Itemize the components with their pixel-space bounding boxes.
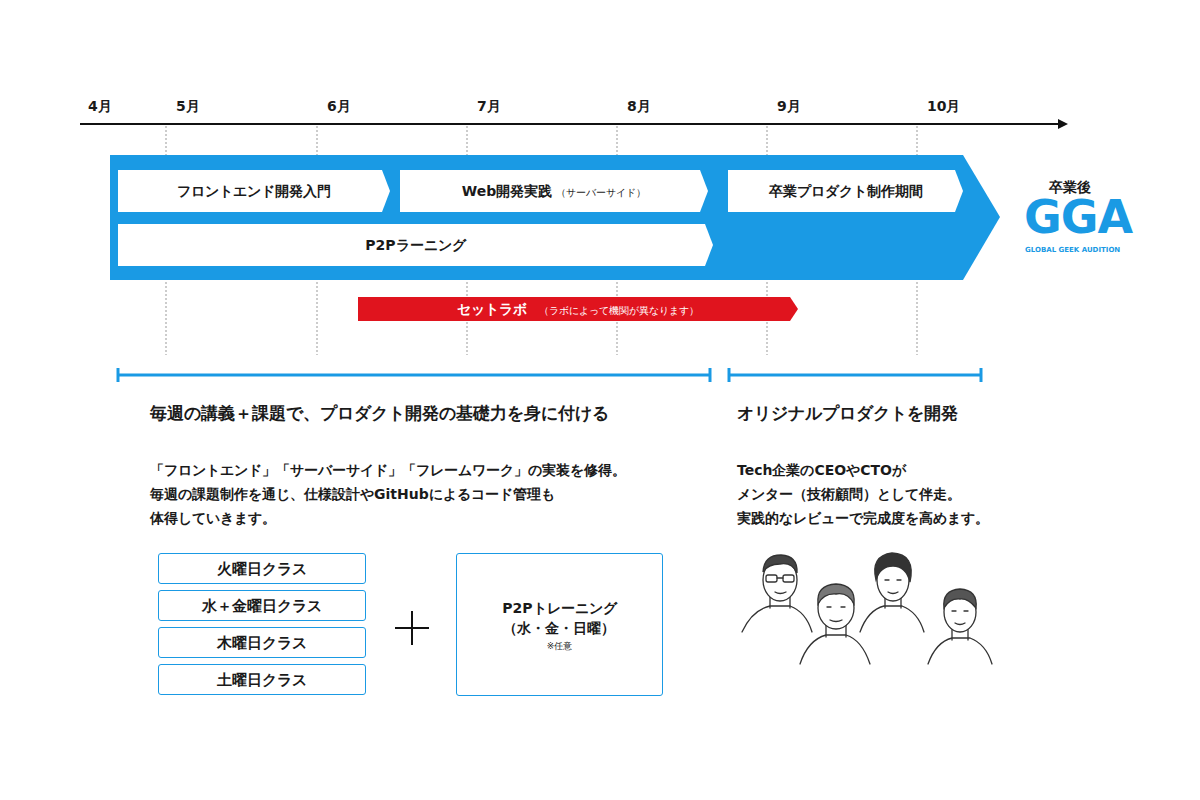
period-brackets: [118, 368, 981, 382]
time-axis: [80, 119, 1068, 129]
section-body: 「フロントエンド」「サーバーサイド」「フレームワーク」の実装を修得。 毎週の課題…: [150, 458, 626, 530]
node-note: （サーバーサイド）: [556, 187, 646, 198]
month-label: 6月: [327, 98, 351, 116]
phase-arrow: P2Pラーニング: [118, 224, 713, 266]
node-title: Web開発実践: [462, 183, 552, 199]
mentor-portrait: [928, 589, 992, 664]
class-box: 水＋金曜日クラス: [158, 590, 366, 621]
class-box: 土曜日クラス: [158, 664, 366, 695]
text-group: 卒業プロダクト制作期間: [769, 181, 923, 201]
arrow-outline: [118, 170, 390, 212]
arrow-outline: [358, 297, 798, 321]
node-title: 水＋金曜日クラス: [202, 597, 322, 615]
plus-symbol: [395, 611, 429, 645]
text-group: P2Pトレーニング （水・金・日曜）※任意: [502, 598, 616, 653]
section-body: Tech企業のCEOやCTOが メンター（技術顧問）として伴走。 実践的なレビュ…: [737, 458, 989, 530]
month-label: 5月: [176, 98, 200, 116]
node-title: P2Pトレーニング （水・金・日曜）: [502, 598, 616, 639]
node-content: P2Pラーニング: [118, 224, 713, 266]
node-content: P2Pトレーニング （水・金・日曜）※任意: [457, 554, 662, 695]
node-title: 木曜日クラス: [217, 634, 307, 652]
section-heading: 毎週の講義＋課題で、プロダクト開発の基礎力を身に付ける: [150, 402, 609, 425]
text-group: Web開発実践 （サーバーサイド）: [462, 181, 646, 201]
node-title: セットラボ: [457, 301, 527, 317]
mentor-portrait: [800, 584, 870, 664]
arrow-outline: [728, 170, 963, 212]
phase-arrow: 卒業プロダクト制作期間: [728, 170, 963, 212]
node-content: 土曜日クラス: [159, 665, 365, 694]
node-title: 土曜日クラス: [217, 671, 307, 689]
text-group: 土曜日クラス: [217, 670, 307, 690]
node-content: セットラボ （ラボによって機関が異なります）: [358, 297, 798, 321]
mentor-illustrations: [742, 553, 992, 664]
text-group: セットラボ （ラボによって機関が異なります）: [457, 299, 699, 319]
node-content: フロントエンド開発入門: [118, 170, 390, 212]
node-content: 卒業プロダクト制作期間: [728, 170, 963, 212]
phase-arrow: フロントエンド開発入門: [118, 170, 390, 212]
node-title: 火曜日クラス: [217, 560, 307, 578]
mentor-portrait: [742, 555, 812, 632]
node-content: 火曜日クラス: [159, 554, 365, 583]
month-label: 8月: [627, 98, 651, 116]
lab-bar: セットラボ （ラボによって機関が異なります）: [358, 297, 798, 321]
node-note: （ラボによって機関が異なります）: [539, 305, 699, 316]
month-label: 10月: [927, 98, 960, 116]
logo-subtitle: GLOBAL GEEK AUDITION: [1025, 246, 1120, 254]
program-band: [110, 155, 1000, 280]
node-content: Web開発実践 （サーバーサイド）: [400, 170, 708, 212]
logo-text: GGA: [1024, 194, 1132, 240]
class-box: 火曜日クラス: [158, 553, 366, 584]
node-content: 水＋金曜日クラス: [159, 591, 365, 620]
arrow-outline: [118, 224, 713, 266]
section-heading: オリジナルプロダクトを開発: [737, 402, 958, 425]
month-label: 4月: [88, 98, 112, 116]
node-title: P2Pラーニング: [365, 237, 465, 253]
text-group: 木曜日クラス: [217, 633, 307, 653]
text-group: 火曜日クラス: [217, 559, 307, 579]
text-group: 水＋金曜日クラス: [202, 596, 322, 616]
node-title: フロントエンド開発入門: [177, 183, 331, 199]
node-title: 卒業プロダクト制作期間: [769, 183, 923, 199]
class-box: 木曜日クラス: [158, 627, 366, 658]
node-note: ※任意: [502, 639, 616, 653]
month-label: 9月: [777, 98, 801, 116]
arrow-outline: [400, 170, 708, 212]
month-label: 7月: [477, 98, 501, 116]
text-group: フロントエンド開発入門: [177, 181, 331, 201]
phase-arrow: Web開発実践 （サーバーサイド）: [400, 170, 708, 212]
node-content: 木曜日クラス: [159, 628, 365, 657]
arrow-shape: [400, 170, 708, 212]
text-group: P2Pラーニング: [365, 235, 465, 255]
class-box: P2Pトレーニング （水・金・日曜）※任意: [456, 553, 663, 696]
mentor-portrait: [860, 553, 924, 632]
